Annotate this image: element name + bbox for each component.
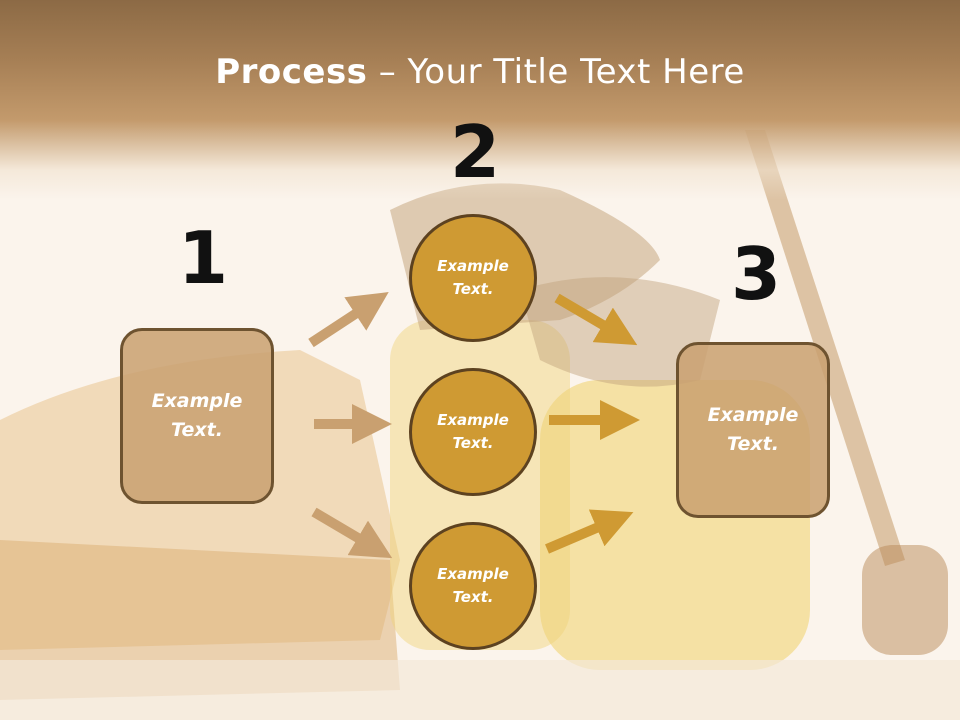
- step-box-3-text: Example Text.: [708, 401, 799, 459]
- circle-1-line2: Text.: [452, 280, 494, 298]
- title-band: [0, 0, 960, 200]
- step-box-3-line2: Text.: [727, 433, 779, 455]
- circle-1-text: Example Text.: [437, 255, 509, 301]
- circle-1-line1: Example: [437, 257, 509, 275]
- circle-2-line2: Text.: [452, 434, 494, 452]
- title-rest: – Your Title Text Here: [367, 52, 745, 92]
- step-number-3: 3: [731, 232, 782, 316]
- step-box-3-line1: Example: [707, 404, 799, 426]
- step-box-3[interactable]: Example Text.: [676, 342, 830, 518]
- slide-title: Process – Your Title Text Here: [0, 52, 960, 92]
- circle-2-line1: Example: [437, 411, 509, 429]
- step-number-1: 1: [178, 216, 229, 300]
- circle-3-line2: Text.: [452, 588, 494, 606]
- arrow-to-circle-1: [308, 292, 389, 348]
- step-2-circle-1[interactable]: Example Text.: [409, 214, 537, 342]
- step-2-circle-3[interactable]: Example Text.: [409, 522, 537, 650]
- arrow-from-circle-1: [554, 293, 638, 346]
- step-box-1-line2: Text.: [171, 419, 223, 441]
- step-box-1[interactable]: Example Text.: [120, 328, 274, 504]
- step-box-1-text: Example Text.: [152, 387, 243, 445]
- circle-3-line1: Example: [437, 565, 509, 583]
- title-bold: Process: [215, 52, 368, 92]
- step-2-circle-2[interactable]: Example Text.: [409, 368, 537, 496]
- arrow-from-circle-3: [545, 509, 634, 554]
- circle-3-text: Example Text.: [437, 563, 509, 609]
- step-number-2: 2: [450, 110, 501, 194]
- arrow-to-circle-3: [311, 507, 393, 559]
- step-box-1-line1: Example: [151, 390, 243, 412]
- circle-2-text: Example Text.: [437, 409, 509, 455]
